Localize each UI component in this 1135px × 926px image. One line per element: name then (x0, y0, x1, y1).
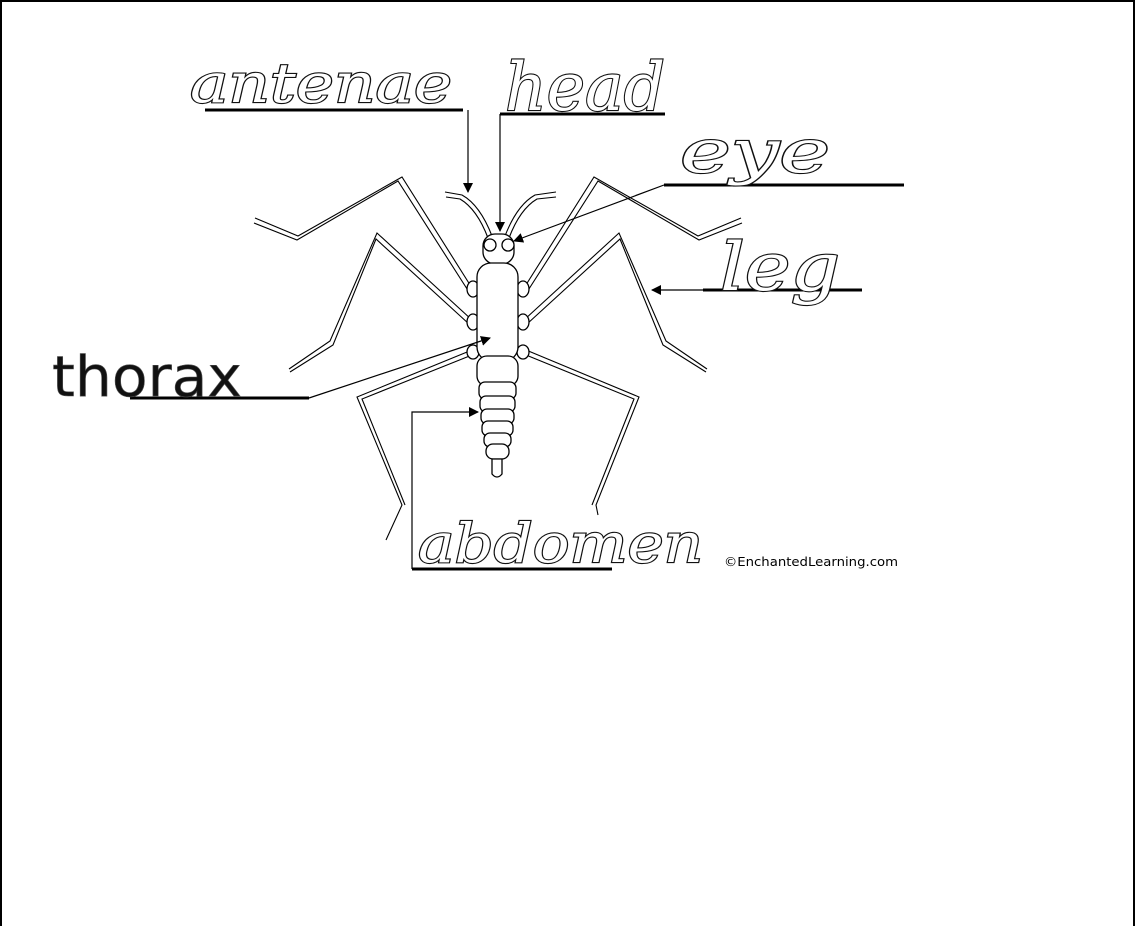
label-antennae: antenae (190, 52, 452, 115)
eye-right (502, 239, 514, 251)
leader-thorax (309, 338, 490, 398)
thorax-shape (477, 263, 518, 361)
leg-hind-right (526, 350, 639, 515)
leader-eye (514, 185, 664, 241)
handwritten-labels: antenae head eye leg thorax abdomen (52, 49, 840, 575)
insect-body (467, 234, 529, 477)
label-head: head (505, 49, 665, 126)
label-eye: eye (680, 117, 830, 187)
copyright-credit: ©EnchantedLearning.com (724, 555, 898, 569)
label-abdomen: abdomen (418, 512, 703, 575)
leg-front-right (524, 177, 741, 288)
eye-left (484, 239, 496, 251)
label-thorax: thorax (52, 345, 242, 410)
abdomen-shape (477, 356, 518, 477)
label-leg: leg (720, 229, 840, 306)
leg-front-left (255, 177, 472, 288)
